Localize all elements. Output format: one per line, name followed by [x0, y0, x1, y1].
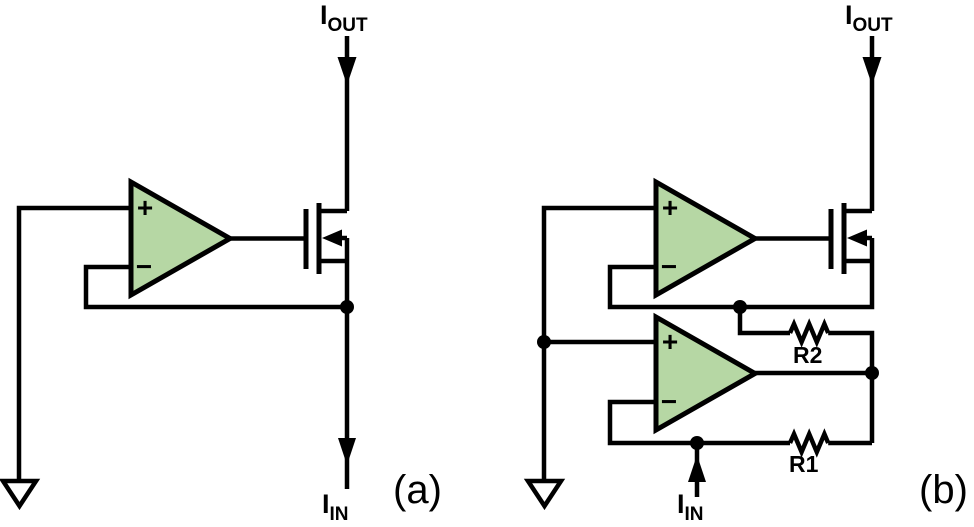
opamp2-plus-b: +: [661, 326, 679, 357]
resistor-r2-label: R2: [793, 342, 823, 368]
r2-right-wire: [828, 330, 875, 373]
iin-sub-b: IN: [684, 504, 704, 525]
opamp2-minus-b: −: [660, 386, 678, 417]
opamp-minus-a: −: [135, 251, 153, 282]
feedback-wire-a: [83, 264, 347, 310]
iin-arrowhead-a: [338, 438, 356, 465]
iout-sub-a: OUT: [327, 15, 368, 36]
iout-label-a: IOUT: [320, 0, 368, 36]
iout-main-b: I: [845, 0, 853, 30]
panel-a-label: (a): [393, 468, 442, 512]
junction-dot-a: [340, 300, 354, 314]
opamp1-feedback-wire-b: [607, 238, 875, 310]
iin-main-a: I: [322, 489, 330, 519]
noninverting-input-wire-b: [541, 205, 656, 481]
ground-symbol-b: [523, 478, 566, 511]
ground-symbol-a: [0, 478, 41, 511]
opamp-triangle-a: [128, 177, 236, 300]
iin-arrowhead-b: [688, 455, 706, 482]
iin-label-a: IIN: [322, 489, 349, 525]
iout-main-a: I: [320, 0, 328, 30]
resistor-r2-zigzag: [787, 318, 831, 348]
opamp1-plus-b: +: [661, 192, 679, 223]
iout-arrowhead-b: [862, 57, 882, 85]
iin-sub-a: IN: [329, 504, 349, 525]
mosfet-body-arrowhead-a: [322, 229, 342, 247]
iin-label-b: IIN: [677, 489, 704, 525]
panel-b-label: (b): [919, 468, 968, 512]
resistor-r1-label: R1: [789, 451, 819, 477]
panel-a: [0, 36, 357, 511]
opamp-plus-a: +: [136, 192, 154, 223]
r2-left-wire: [737, 307, 790, 336]
noninverting-input-wire-a: [16, 205, 131, 481]
opamp2-triangle-b: [653, 312, 761, 435]
iin-main-b: I: [677, 489, 685, 519]
panel-b: [523, 36, 882, 511]
iout-sub-b: OUT: [852, 15, 893, 36]
iout-label-b: IOUT: [845, 0, 893, 36]
opamp1-triangle-b: [653, 177, 761, 300]
resistor-r1-zigzag: [787, 428, 831, 458]
mosfet-body-arrowhead-b: [847, 229, 867, 247]
iout-arrowhead-a: [337, 57, 357, 85]
opamp1-minus-b: −: [660, 251, 678, 282]
